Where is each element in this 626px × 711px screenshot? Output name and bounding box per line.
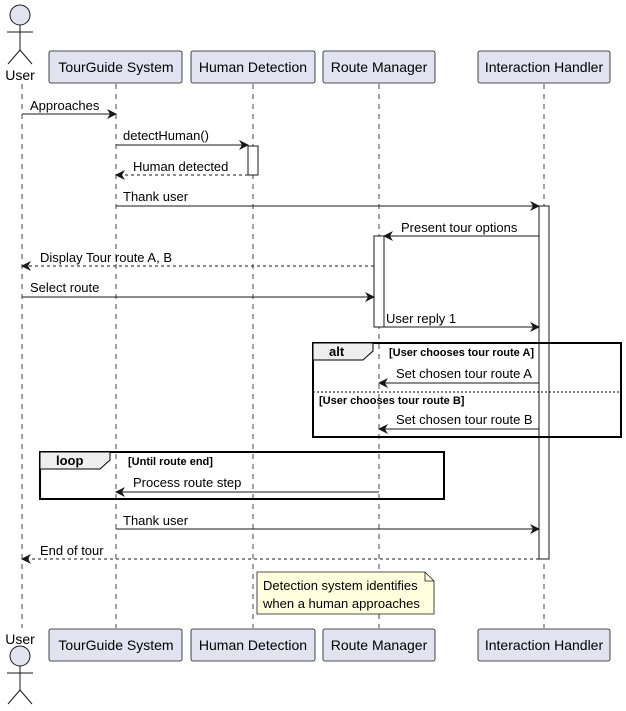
loop-fragment-tab	[39, 451, 111, 470]
messages	[21, 109, 540, 564]
note-body	[256, 571, 435, 615]
participant-detection-bottom-label: Human Detection	[199, 637, 307, 653]
message-detect-human-label: detectHuman()	[123, 128, 209, 143]
actor-user-bottom	[7, 645, 33, 705]
message-process-route-step-label: Process route step	[133, 475, 241, 490]
note: Detection system identifies when a human…	[256, 571, 435, 615]
message-select-route-label: Select route	[30, 280, 99, 295]
participants-top: User TourGuide System Human Detection Ro…	[5, 4, 611, 84]
actor-label-user-bottom: User	[5, 631, 35, 647]
participant-interaction-bottom-label: Interaction Handler	[485, 637, 604, 653]
participant-interaction-top-label: Interaction Handler	[485, 59, 604, 75]
participants-bottom: User TourGuide System Human Detection Ro…	[5, 628, 611, 705]
message-set-route-a-label: Set chosen tour route A	[396, 366, 532, 381]
actor-user-top	[7, 4, 33, 65]
note-line-1: Detection system identifies	[263, 578, 418, 593]
participant-tourguide-top-box	[48, 50, 183, 84]
message-user-reply-label: User reply 1	[386, 311, 456, 326]
loop-fragment-guard: [Until route end]	[128, 456, 213, 468]
actor-label-user-top: User	[5, 67, 35, 83]
activation-interaction	[538, 205, 550, 560]
participant-route-bottom-box	[322, 628, 436, 662]
participant-tourguide-bottom-label: TourGuide System	[58, 637, 173, 653]
alt-fragment: alt [User chooses tour route A] [User ch…	[312, 342, 622, 438]
alt-fragment-guard-b: [User chooses tour route B]	[319, 395, 465, 407]
alt-fragment-guard-a: [User chooses tour route A]	[389, 347, 534, 359]
activation-detection	[247, 145, 259, 176]
actor-leg-left	[7, 49, 21, 65]
message-thank-user-label: Thank user	[123, 189, 189, 204]
participant-interaction-top-box	[477, 50, 611, 84]
actor-leg-left	[7, 689, 21, 705]
participant-detection-top-label: Human Detection	[199, 59, 307, 75]
alt-fragment-label: alt	[329, 344, 345, 359]
participant-tourguide-top-label: TourGuide System	[58, 59, 173, 75]
participant-tourguide-bottom-box	[48, 628, 183, 662]
message-approaches-label: Approaches	[30, 98, 100, 113]
participant-interaction-bottom-box	[477, 628, 611, 662]
actor-head	[9, 645, 31, 667]
actor-head	[9, 4, 31, 26]
actor-leg-right	[19, 49, 33, 65]
message-human-detected-label: Human detected	[133, 159, 228, 174]
actor-leg-right	[19, 689, 33, 705]
message-end-of-tour-label: End of tour	[40, 543, 104, 558]
message-thank-user-2-label: Thank user	[123, 513, 189, 528]
message-present-tour-options-label: Present tour options	[401, 220, 518, 235]
loop-fragment-frame	[39, 451, 445, 500]
message-labels: Approaches detectHuman() Human detected …	[30, 98, 533, 558]
loop-fragment: loop [Until route end]	[39, 451, 445, 500]
activation-route	[373, 235, 385, 328]
message-display-routes-label: Display Tour route A, B	[40, 250, 172, 265]
loop-fragment-label: loop	[56, 453, 83, 468]
participant-route-top-box	[322, 50, 436, 84]
participant-detection-top-box	[190, 50, 316, 84]
note-fold	[424, 572, 434, 582]
participant-route-bottom-label: Route Manager	[331, 637, 428, 653]
participant-route-top-label: Route Manager	[331, 59, 428, 75]
alt-fragment-frame	[312, 342, 622, 438]
participant-detection-bottom-box	[190, 628, 316, 662]
message-set-route-b-label: Set chosen tour route B	[396, 412, 533, 427]
alt-fragment-tab	[312, 342, 374, 361]
note-line-2: when a human approaches	[262, 596, 420, 611]
